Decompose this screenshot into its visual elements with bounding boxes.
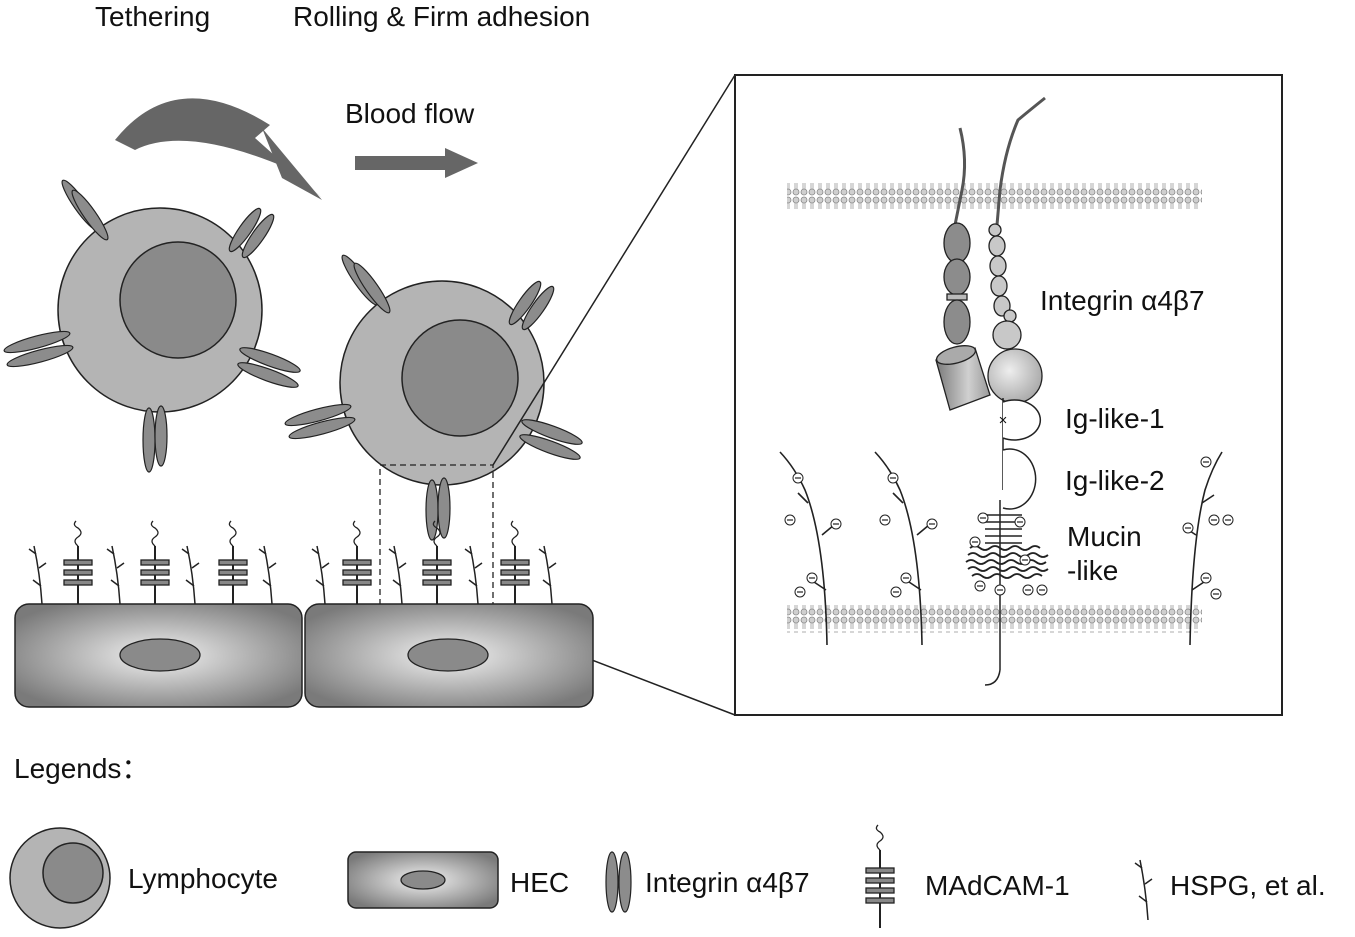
- integrin-beta-chain: [987, 96, 1046, 404]
- contact-mark: ×: [999, 412, 1008, 429]
- legends-title: Legends：: [14, 753, 149, 784]
- stage-label-tethering: Tethering: [95, 1, 210, 32]
- zoom-connector-top: [492, 74, 736, 466]
- hec-cell-left: [14, 603, 303, 708]
- hspg-surface-group: [28, 545, 557, 605]
- integrin-group-cell1: [3, 179, 301, 473]
- blood-flow-arrow: [355, 148, 478, 178]
- stage-label-rolling: Rolling & Firm adhesion: [293, 1, 590, 32]
- zoom-label-mucin-2: -like: [1067, 555, 1118, 586]
- legend-hspg-icon: [1134, 859, 1153, 921]
- madcam-surface-group: [63, 520, 530, 604]
- legend-madcam-icon: [865, 824, 895, 928]
- zoom-label-integrin: Integrin α4β7: [1040, 285, 1205, 316]
- legend-hspg-label: HSPG, et al.: [1170, 870, 1326, 901]
- integrin-group-cell2: [284, 254, 583, 541]
- charge-markers: [784, 456, 1234, 600]
- mucin-glycans: [965, 545, 1049, 579]
- madcam-zoom: [984, 398, 1041, 686]
- legend-lymphocyte-icon: [9, 827, 111, 929]
- lymphocyte-tethering: [57, 207, 263, 413]
- legend-lymphocyte-label: Lymphocyte: [128, 863, 278, 894]
- hec-membrane: [787, 605, 1202, 633]
- legend-integrin-icon: [605, 851, 632, 913]
- legend-hec-label: HEC: [510, 867, 569, 898]
- lymphocyte-rolling: [339, 280, 545, 486]
- integrin-alpha-chain: [935, 127, 991, 411]
- hec-cell-right: [304, 603, 594, 708]
- lymphocyte-membrane: [787, 183, 1202, 211]
- zoom-label-ig1: Ig-like-1: [1065, 403, 1165, 434]
- zoom-label-mucin-1: Mucin: [1067, 521, 1142, 552]
- legend-integrin-label: Integrin α4β7: [645, 867, 810, 898]
- legend-madcam-label: MAdCAM-1: [925, 870, 1070, 901]
- tethering-arrow: [115, 98, 322, 200]
- zoom-label-ig2: Ig-like-2: [1065, 465, 1165, 496]
- hspg-zoom-group: [779, 451, 1223, 646]
- zoom-selection-box: [379, 464, 494, 623]
- legend-hec-icon: [347, 851, 499, 909]
- blood-flow-label: Blood flow: [345, 98, 475, 129]
